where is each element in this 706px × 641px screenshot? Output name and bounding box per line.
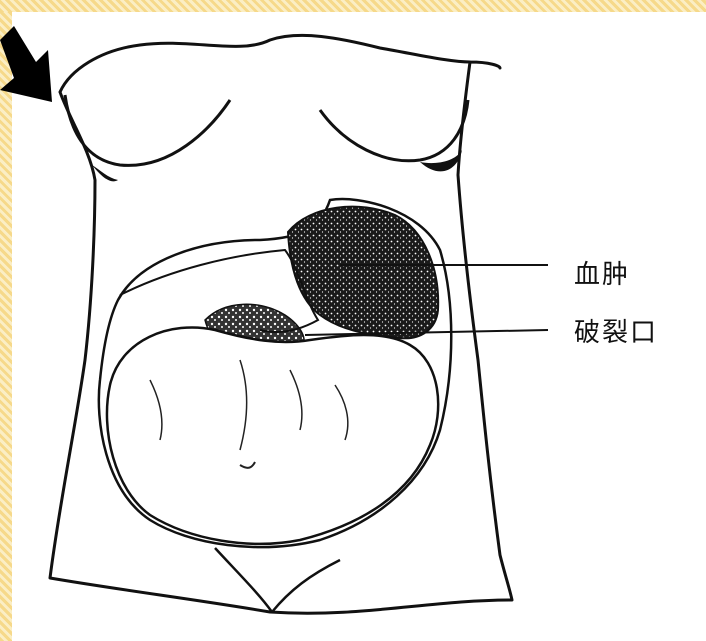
hematoma-label: 血肿 bbox=[574, 254, 630, 291]
breast-right bbox=[320, 100, 468, 161]
breast-left bbox=[65, 95, 230, 165]
uterus-body bbox=[107, 327, 438, 543]
hematoma-mass bbox=[288, 207, 438, 339]
rupture-label: 破裂口 bbox=[574, 312, 658, 349]
lower-abdomen-lines bbox=[215, 548, 340, 612]
arrow-icon bbox=[0, 26, 52, 102]
